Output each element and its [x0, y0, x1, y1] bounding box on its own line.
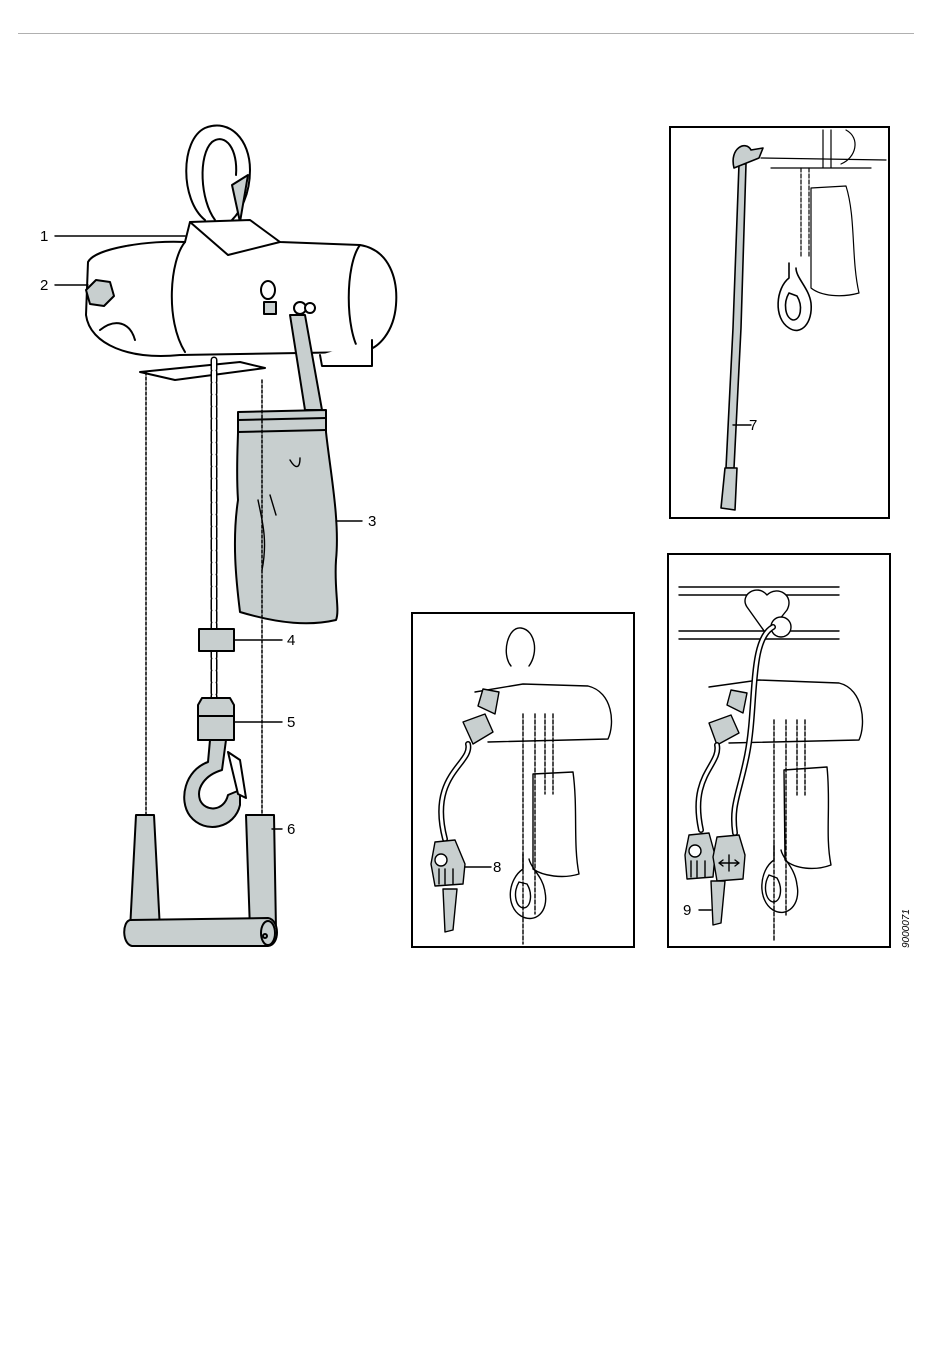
panel-trolley-pendant: 9 [667, 553, 891, 948]
trolley-pendant-illustration: 9 [669, 555, 889, 946]
pull-handle-left [130, 815, 160, 930]
pendant-control-hoist [685, 833, 715, 879]
hook-block [198, 698, 234, 740]
callout-7: 7 [749, 417, 757, 434]
callout-4: 4 [287, 632, 295, 649]
callout-9: 9 [683, 902, 691, 919]
figure-id: 9000071 [901, 909, 912, 948]
hoist-main-illustration: 1 2 3 4 5 6 [0, 0, 420, 960]
panel-pendant-rod: 7 [669, 126, 890, 519]
callout-2: 2 [40, 277, 48, 294]
panel-pendant-control: 8 [411, 612, 635, 948]
callout-3: 3 [368, 513, 376, 530]
callout-6: 6 [287, 821, 295, 838]
callout-1: 1 [40, 228, 48, 245]
load-hook [184, 740, 240, 827]
pull-handle-right [246, 815, 276, 930]
trolley-cable [734, 627, 773, 833]
pull-handle-bar [124, 918, 277, 946]
pendant-control-illustration: 8 [413, 614, 633, 946]
chain-bucket [235, 410, 337, 623]
chain-stop [199, 629, 234, 651]
callout-8: 8 [493, 859, 501, 876]
pendant-rod [726, 164, 746, 468]
callout-5: 5 [287, 714, 295, 731]
figure-id-label: 9000071 [896, 900, 916, 960]
pendant-rod-illustration: 7 [671, 128, 888, 517]
